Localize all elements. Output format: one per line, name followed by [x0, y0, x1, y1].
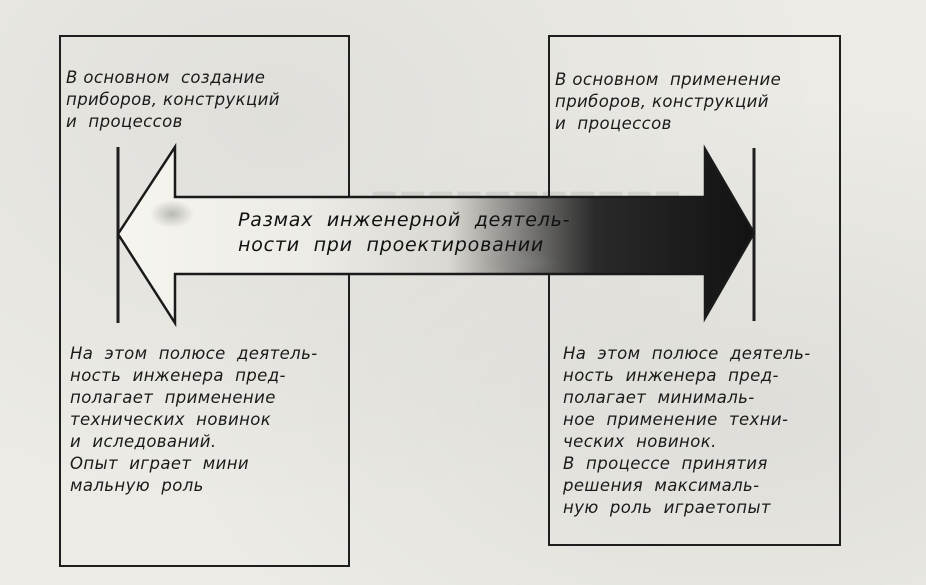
right-top-label: В основном применение приборов, конструк… — [555, 70, 782, 133]
left-top-label: В основном создание приборов, конструкци… — [66, 68, 280, 131]
arrow-label: Размах инженерной деятель- ности при про… — [238, 209, 571, 256]
print-smudge — [480, 252, 560, 272]
double-headed-arrow — [116, 142, 756, 328]
print-smudge — [150, 200, 194, 228]
left-bottom-label: На этом полюсе деятель- ность инженера п… — [70, 344, 318, 495]
right-pole-box — [548, 35, 841, 546]
left-pole-box — [59, 35, 350, 567]
right-bottom-label: На этом полюсе деятель- ность инженера п… — [563, 344, 811, 517]
